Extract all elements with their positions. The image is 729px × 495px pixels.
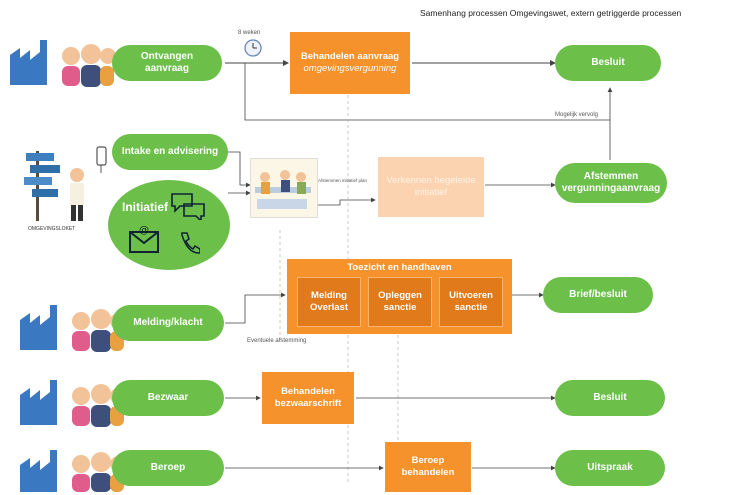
start-melding-klacht[interactable]: Melding/klacht <box>112 305 224 341</box>
clock-icon <box>244 39 262 57</box>
signpost-icon <box>24 151 84 221</box>
opleggen-sanctie-box[interactable]: Opleggen sanctie <box>368 277 432 327</box>
behandelen-aanvraag-box[interactable]: Behandelen aanvraag omgevingsvergunning <box>290 32 410 94</box>
end-brief-besluit[interactable]: Brief/besluit <box>543 277 653 313</box>
chat-bubbles-icon <box>171 193 205 220</box>
line-mogelijk-vervolg <box>244 63 611 160</box>
afstemmen-vergunningaanvraag[interactable]: Afstemmen vergunningaanvraag <box>555 163 667 203</box>
intake-advisering[interactable]: Intake en advisering <box>112 134 228 170</box>
beroep-behandelen-box[interactable]: Beroep behandelen <box>385 442 471 492</box>
initiatief-label: Initiatief <box>122 200 169 214</box>
verkennen-initiatief-box[interactable]: Verkennen begeleide initiatief <box>378 157 484 217</box>
uitvoeren-sanctie-box[interactable]: Uitvoeren sanctie <box>439 277 503 327</box>
initiatief-circle[interactable]: Initiatief @ <box>108 180 230 270</box>
start-ontvangen-aanvraag[interactable]: Ontvangen aanvraag <box>112 45 222 81</box>
mogelijk-vervolg-label: Mogelijk vervolg <box>555 112 599 118</box>
meeting-illustration <box>250 158 318 218</box>
svg-text:@: @ <box>139 226 149 236</box>
behandelen-aanvraag-label: Behandelen aanvraag <box>300 51 400 62</box>
eventuele-afstemming-label: Eventuele afstemming <box>247 338 307 344</box>
start-bezwaar[interactable]: Bezwaar <box>112 380 224 416</box>
factory-people-icon <box>10 40 115 87</box>
toezicht-handhaven-container: Toezicht en handhaven Melding Overlast O… <box>287 259 512 334</box>
behandelen-bezwaarschrift-box[interactable]: Behandelen bezwaarschrift <box>262 372 354 424</box>
start-beroep[interactable]: Beroep <box>112 450 224 486</box>
omgevingsloket-label: OMGEVINGSLOKET <box>28 226 76 232</box>
end-uitspraak[interactable]: Uitspraak <box>555 450 665 486</box>
phone-icon <box>181 232 200 254</box>
factory-people-icon <box>20 380 125 427</box>
toezicht-title: Toezicht en handhaven <box>347 262 452 273</box>
melding-overlast-box[interactable]: Melding Overlast <box>297 277 361 327</box>
small-note: Afstemmen initiatief plan <box>318 178 368 183</box>
timer-label: 8 weken <box>238 30 261 36</box>
factory-people-icon <box>20 305 125 352</box>
diagram-title: Samenhang processen Omgevingswet, extern… <box>420 8 682 18</box>
end-besluit-top[interactable]: Besluit <box>555 45 661 81</box>
phone-signpost-icon <box>96 146 107 173</box>
end-besluit-mid[interactable]: Besluit <box>555 380 665 416</box>
email-icon: @ <box>129 226 159 253</box>
omgevingsvergunning-label: omgevingsvergunning <box>303 63 397 74</box>
factory-people-icon <box>20 450 125 492</box>
